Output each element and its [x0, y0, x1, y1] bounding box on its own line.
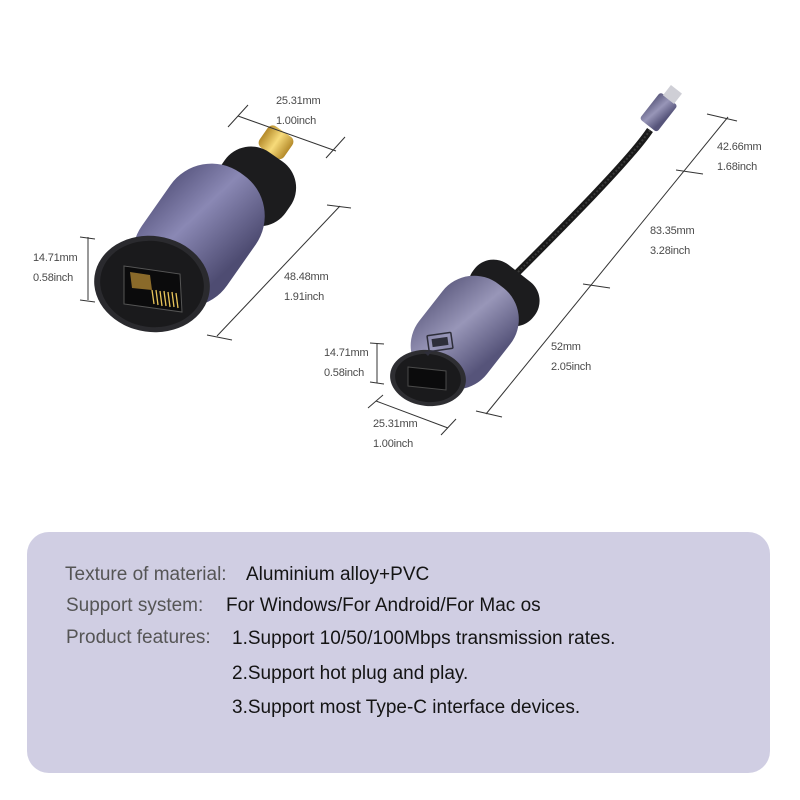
features-label: Product features: [66, 627, 211, 648]
compact-height-inch: 0.58inch [33, 272, 73, 284]
compact-adapter [94, 125, 297, 333]
usb-c-plug-icon [640, 85, 682, 132]
compact-dimension-lines [79, 104, 352, 341]
system-label: Support system: [66, 595, 204, 616]
compact-width-inch: 1.00inch [276, 115, 316, 127]
product-drawing [79, 85, 738, 436]
material-label: Texture of material: [65, 564, 227, 585]
rj45-port-icon [123, 265, 183, 313]
spec-panel: Texture of material: Aluminium alloy+PVC… [27, 532, 770, 773]
cable-adapter [390, 85, 682, 407]
cable-width-mm: 25.31mm [373, 418, 418, 430]
feature-item: 2.Support hot plug and play. [232, 663, 469, 684]
compact-height-mm: 14.71mm [33, 252, 78, 264]
usb-c-plug-icon [258, 125, 294, 160]
cable-height-inch: 0.58inch [324, 367, 364, 379]
system-value: For Windows/For Android/For Mac os [226, 595, 541, 616]
material-value: Aluminium alloy+PVC [246, 564, 430, 585]
product-illustration: 25.31mm 1.00inch 14.71mm 0.58inch 48.48m… [33, 85, 762, 450]
feature-item: 3.Support most Type-C interface devices. [232, 697, 581, 718]
cable-body-length-inch: 2.05inch [551, 361, 591, 373]
ethernet-port-icon [424, 331, 454, 356]
cable-plug-length-mm: 42.66mm [717, 141, 762, 153]
cable-width-inch: 1.00inch [373, 438, 413, 450]
compact-length-mm: 48.48mm [284, 271, 329, 283]
feature-item: 1.Support 10/50/100Mbps transmission rat… [232, 628, 616, 649]
cable-length-inch: 3.28inch [650, 245, 690, 257]
cable-body-length-mm: 52mm [551, 341, 581, 353]
compact-width-mm: 25.31mm [276, 95, 321, 107]
cable-dimension-lines [367, 113, 738, 436]
cable-length-mm: 83.35mm [650, 225, 695, 237]
compact-length-inch: 1.91inch [284, 291, 324, 303]
cable-height-mm: 14.71mm [324, 347, 369, 359]
cable-plug-length-inch: 1.68inch [717, 161, 757, 173]
